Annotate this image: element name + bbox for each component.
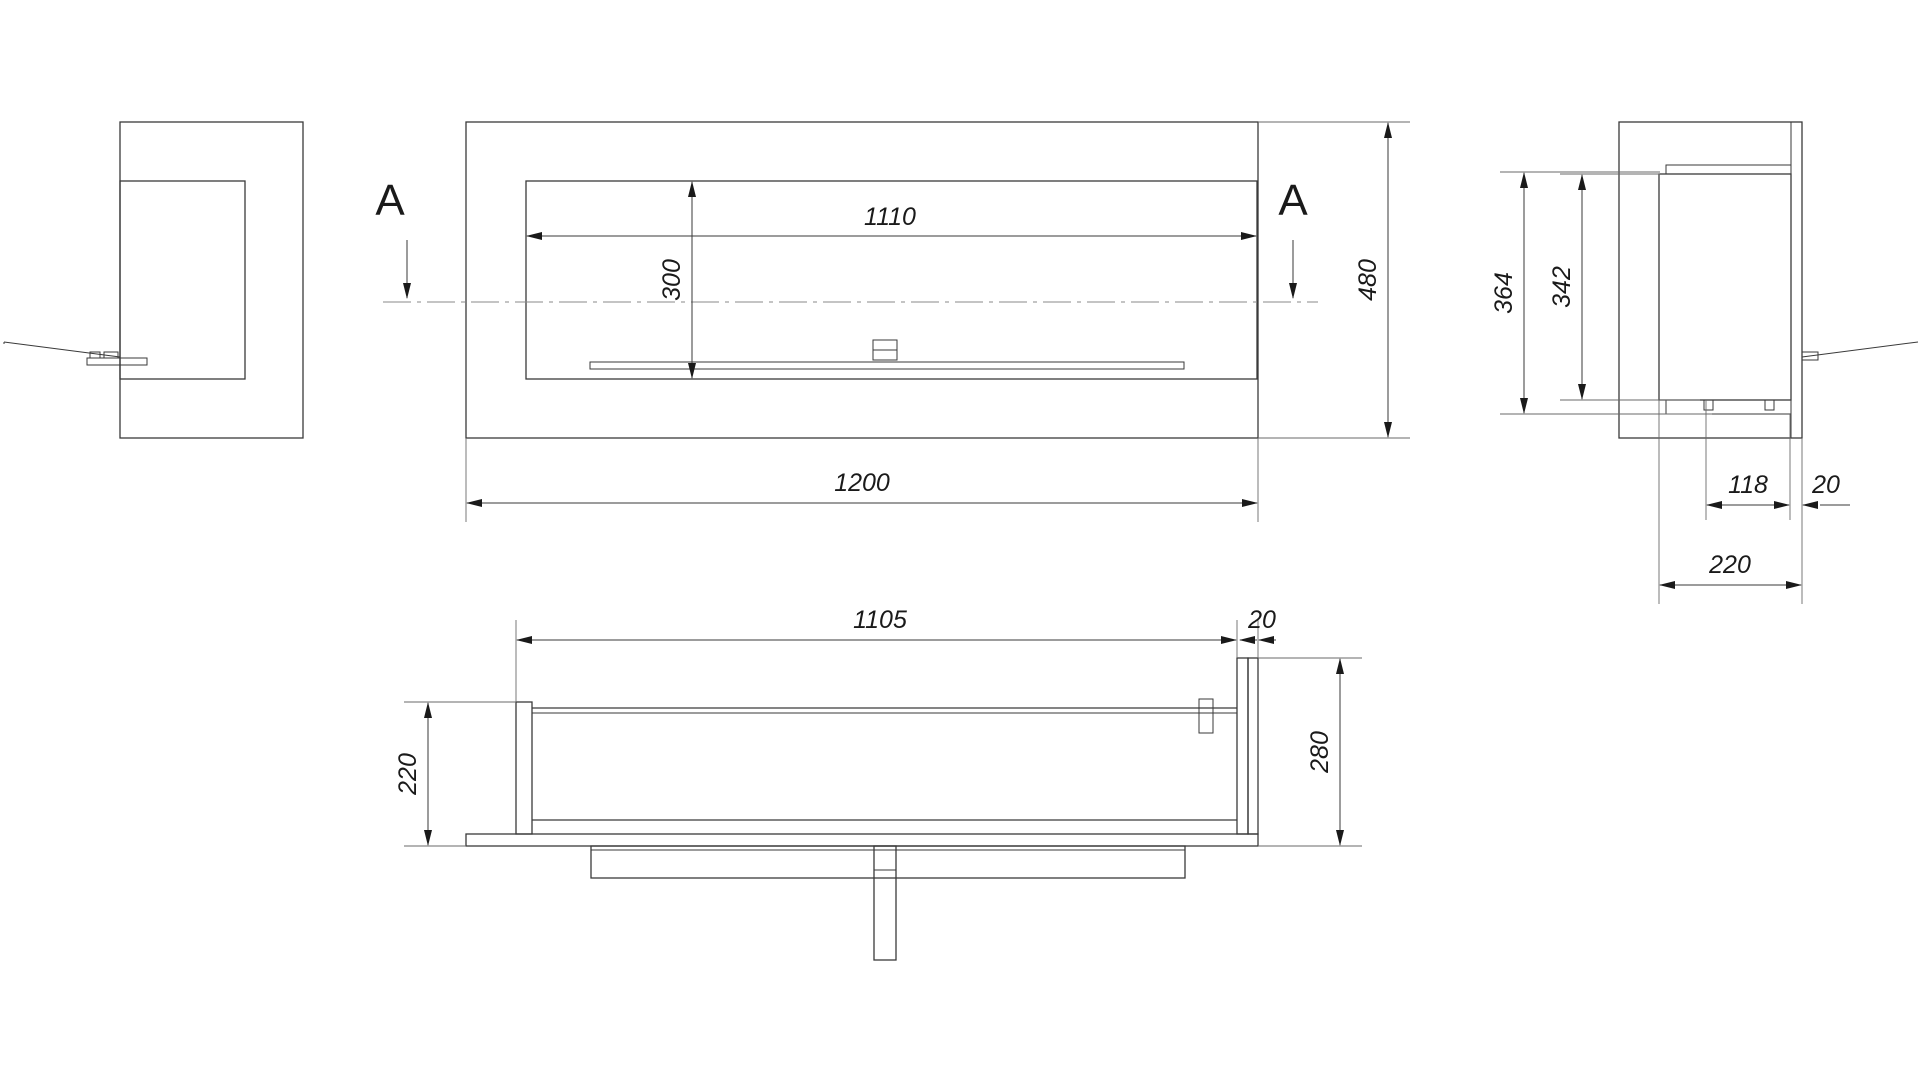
section-label-right: A — [1278, 176, 1308, 225]
svg-text:220: 220 — [394, 753, 422, 796]
svg-text:1110: 1110 — [864, 203, 916, 231]
dim-side-inner-height: 342 — [1548, 173, 1700, 401]
svg-text:1200: 1200 — [834, 469, 890, 497]
dim-top-wall: 20 — [1239, 606, 1276, 644]
svg-text:20: 20 — [1811, 471, 1840, 499]
svg-text:1105: 1105 — [853, 606, 907, 634]
dim-front-total-height: 480 — [1258, 121, 1410, 439]
top-section-view — [465, 657, 1259, 961]
svg-text:364: 364 — [1490, 272, 1518, 314]
right-side-view — [1618, 121, 1919, 439]
svg-text:300: 300 — [658, 259, 686, 301]
svg-text:342: 342 — [1548, 266, 1576, 308]
dim-front-inner-width: 1110 — [526, 203, 1257, 240]
front-view: A A — [375, 121, 1318, 439]
dim-top-inner-depth: 220 — [394, 701, 516, 847]
svg-text:220: 220 — [1708, 551, 1751, 579]
dim-front-inner-height: 300 — [658, 181, 696, 379]
dim-front-total-width: 1200 — [465, 438, 1259, 522]
dim-side-burner-depth: 118 — [1705, 400, 1803, 520]
svg-text:280: 280 — [1306, 731, 1334, 774]
section-label-left: A — [375, 176, 405, 225]
svg-text:480: 480 — [1354, 259, 1382, 301]
dim-side-total-depth: 220 — [1658, 400, 1803, 604]
dim-top-inner-width: 1105 — [515, 606, 1259, 702]
left-side-view — [3, 121, 304, 439]
dim-top-total-depth: 280 — [1258, 657, 1362, 847]
svg-text:118: 118 — [1728, 471, 1768, 499]
dim-side-wall: 20 — [1802, 471, 1850, 509]
svg-text:20: 20 — [1247, 606, 1276, 634]
dim-side-outer-height: 364 — [1490, 171, 1712, 415]
